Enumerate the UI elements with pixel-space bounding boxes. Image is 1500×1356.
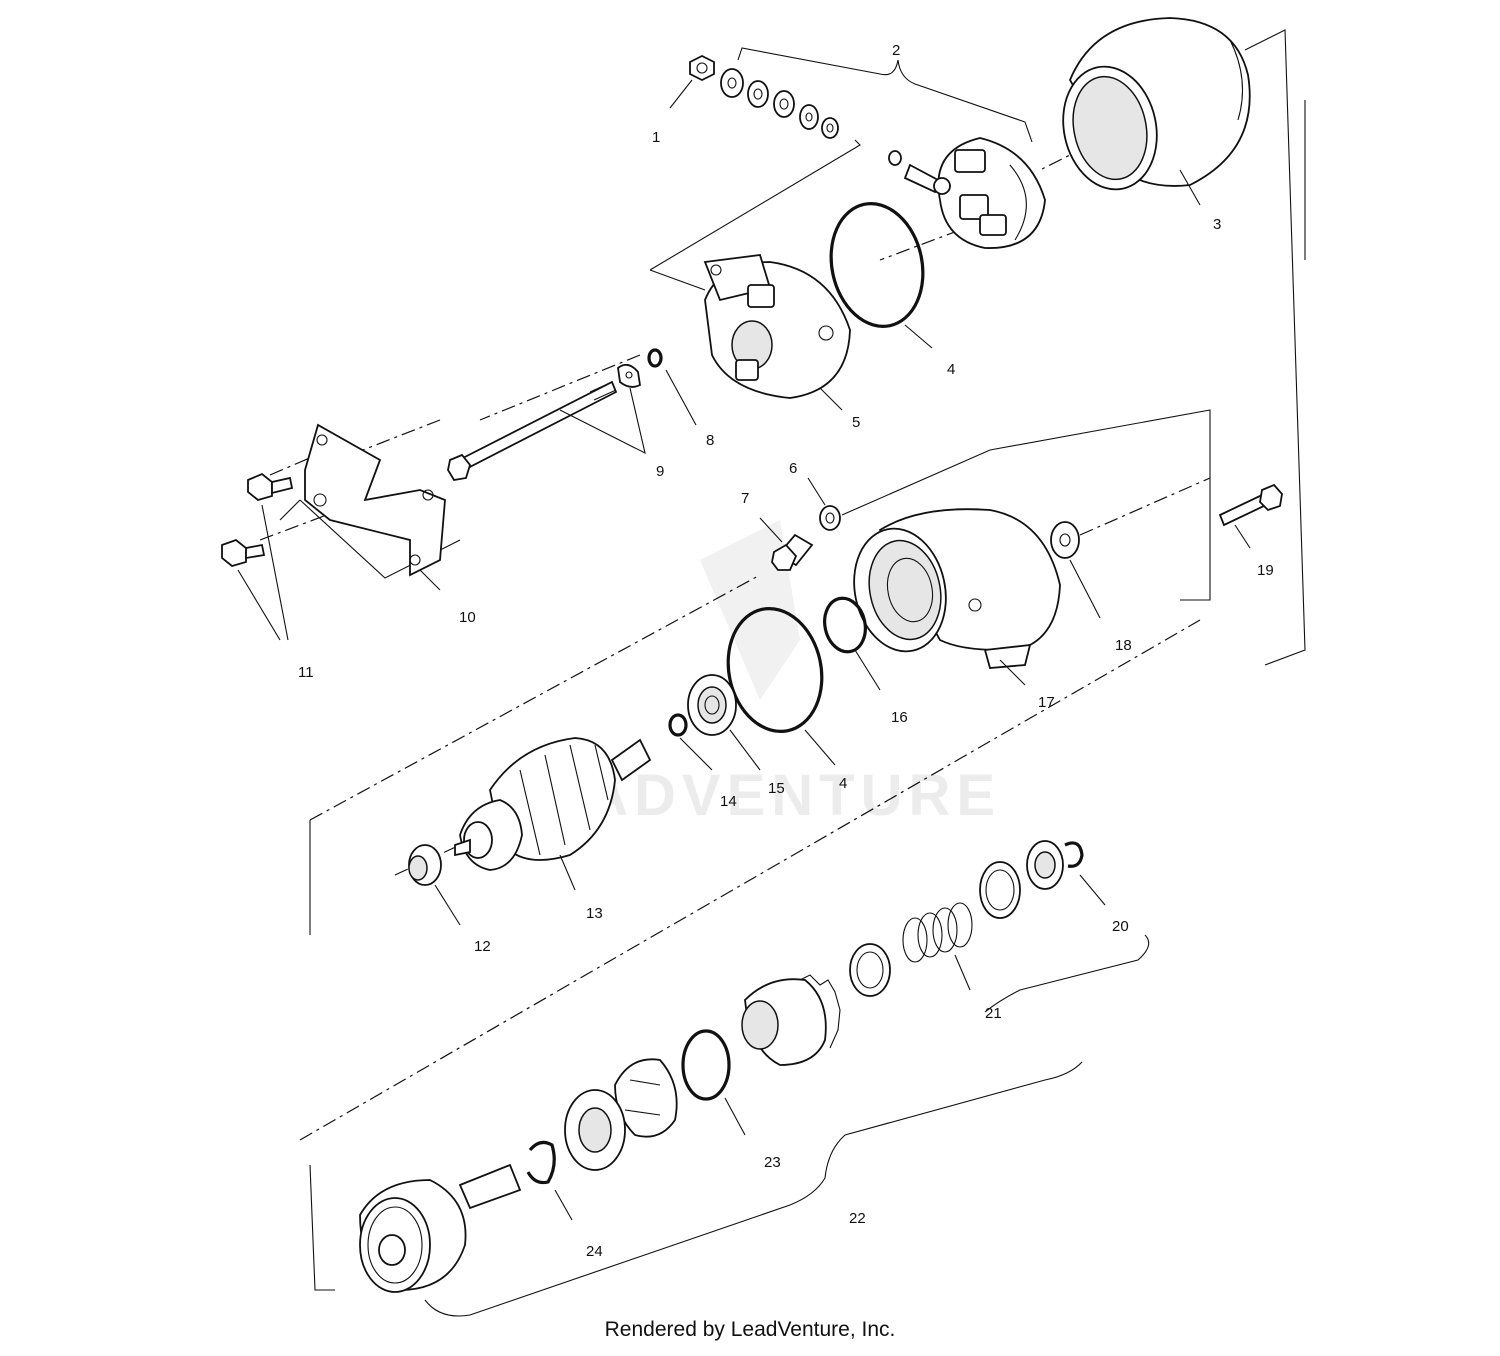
part-11-bolts xyxy=(221,472,294,641)
callout-6: 6 xyxy=(789,460,797,477)
callout-19: 19 xyxy=(1257,562,1274,579)
drive-assembly xyxy=(309,840,1150,1317)
callout-21: 21 xyxy=(985,1005,1002,1022)
callout-17: 17 xyxy=(1038,694,1055,711)
part-6-7-terminal xyxy=(759,409,1211,601)
part-5-end-cover xyxy=(703,254,851,411)
callout-12: 12 xyxy=(474,938,491,955)
part-12-bushing xyxy=(408,844,461,926)
callout-18: 18 xyxy=(1115,637,1132,654)
callout-20: 20 xyxy=(1112,918,1129,935)
callout-15: 15 xyxy=(768,780,785,797)
callout-13: 13 xyxy=(586,905,603,922)
part-19-bolt xyxy=(1079,477,1283,549)
part-10-bracket xyxy=(304,423,446,591)
callout-14: 14 xyxy=(720,793,737,810)
callout-23: 23 xyxy=(764,1154,781,1171)
part-9-through-bolt xyxy=(447,363,646,481)
callout-5: 5 xyxy=(852,414,860,431)
callout-1: 1 xyxy=(652,129,660,146)
callout-22: 22 xyxy=(849,1210,866,1227)
part-14-15-bearing xyxy=(668,674,761,771)
part-17-front-housing xyxy=(853,508,1061,686)
callout-8: 8 xyxy=(706,432,714,449)
part-3-yoke-housing xyxy=(1062,17,1251,206)
part-4-o-ring-upper xyxy=(829,202,933,349)
part-8-small-o-ring xyxy=(647,348,697,426)
callout-2: 2 xyxy=(892,42,900,59)
part-1-nut xyxy=(669,54,715,109)
callout-7: 7 xyxy=(741,490,749,507)
callout-labels: 1 2 3 4 5 6 7 8 9 10 11 12 13 14 15 4 16… xyxy=(298,42,1274,1260)
callout-9: 9 xyxy=(656,463,664,480)
render-credit: Rendered by LeadVenture, Inc. xyxy=(604,1318,896,1341)
callout-4-lower: 4 xyxy=(839,775,847,792)
callout-16: 16 xyxy=(891,709,908,726)
callout-10: 10 xyxy=(459,609,476,626)
part-18-washer xyxy=(1050,521,1101,619)
callout-4: 4 xyxy=(947,361,955,378)
part-4-16-o-rings xyxy=(726,596,881,766)
callout-11: 11 xyxy=(298,664,314,681)
part-2-washer-kit xyxy=(720,47,1046,249)
callout-24: 24 xyxy=(586,1243,603,1260)
callout-3: 3 xyxy=(1213,216,1221,233)
part-13-armature xyxy=(454,737,652,891)
